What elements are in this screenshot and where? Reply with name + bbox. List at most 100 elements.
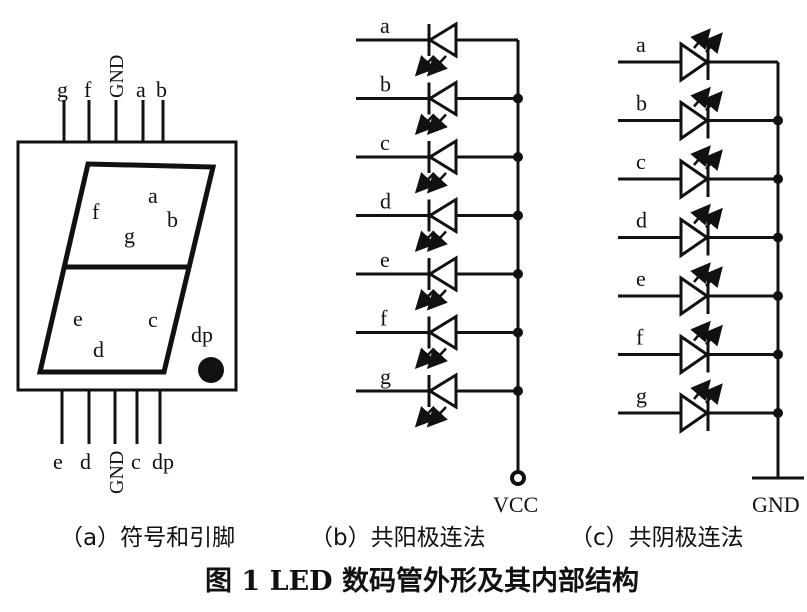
light-arrow-icon [414,406,436,428]
display-body [16,140,238,392]
light-arrow-icon [414,113,436,135]
decimal-point-dot [198,357,224,383]
light-arrow-icon [702,32,723,54]
led-label-e: e [636,266,646,291]
pin-label-dp: dp [152,449,174,474]
segment-outline [36,161,217,375]
vcc-terminal [510,470,526,486]
light-arrow-icon [414,55,436,77]
junction-dot [773,232,783,243]
light-arrow-icon [690,379,711,401]
led-label-f: f [380,306,388,331]
light-arrow-icon [690,262,711,284]
pin-label-d: d [80,449,91,474]
segment-label-g: g [124,223,135,248]
led-label-g: g [636,383,647,408]
led-triangle [679,333,710,376]
led-triangle [427,196,458,235]
panel-b-common-anode: VCC a b c d e f g [356,13,538,517]
led-row-a: a [356,13,518,77]
led-triangle [679,216,710,259]
led-triangle [679,275,710,317]
led-row-d: d [356,189,523,252]
led-row-g: g [356,364,523,428]
segment-label-dp: dp [191,322,213,347]
segment-label-a: a [148,183,158,208]
segment-label-d: d [93,337,104,362]
led-triangle [679,392,710,434]
led-row-c: c [618,145,783,200]
led-triangle [679,99,710,142]
led-triangle [427,21,458,59]
light-arrow-icon [690,86,711,109]
led-row-c: c [356,130,523,194]
junction-dot [513,210,523,221]
led-triangle [679,41,710,83]
pin-label-c: c [131,449,141,474]
led-label-b: b [380,72,391,97]
light-arrow-icon [702,149,723,171]
led-label-a: a [636,32,646,57]
light-arrow-icon [426,289,448,311]
led-label-b: b [636,91,647,116]
light-arrow-icon [414,230,436,252]
light-arrow-icon [426,347,448,369]
segment-label-e: e [73,306,83,331]
led-label-d: d [636,208,647,233]
junction-dot [773,291,783,301]
led-row-e: e [356,247,523,311]
led-triangle [427,138,458,176]
light-arrow-icon [702,90,723,113]
junction-dot [773,115,783,126]
led-triangle [679,158,710,200]
light-arrow-icon [414,289,436,311]
light-arrow-icon [702,207,723,230]
light-arrow-icon [426,172,448,194]
light-arrow-icon [690,320,711,343]
led-label-c: c [636,149,646,174]
segment-label-b: b [167,207,178,232]
pin-label-gnd-top: GND [106,55,128,98]
led-row-d: d [618,203,783,259]
led-row-b: b [618,86,783,142]
segment-label-c: c [148,307,158,332]
junction-dot [513,386,523,396]
vcc-label: VCC [493,492,538,517]
junction-dot [513,269,523,279]
led-label-f: f [636,325,644,350]
light-arrow-icon [690,145,711,167]
led-row-b: b [356,72,523,135]
led-label-g: g [380,364,391,389]
junction-dot [773,349,783,360]
junction-dot [513,152,523,162]
pin-label-gnd-bottom: GND [106,451,128,494]
caption-c: （c）共阴极连法 [570,525,744,551]
led-label-c: c [380,130,390,155]
junction-dot [773,174,783,184]
figure-title: 图 1 LED 数码管外形及其内部结构 [205,565,639,597]
pin-label-a: a [136,77,146,102]
light-arrow-icon [414,172,436,194]
led-row-g: g [618,379,783,434]
caption-b: （b）共阳极连法 [310,525,486,551]
led-triangle [427,79,458,118]
led-label-a: a [380,13,390,38]
light-arrow-icon [426,55,448,77]
led-row-e: e [618,262,783,317]
gnd-label: GND [752,492,800,517]
led-row-f: f [618,320,783,376]
junction-dot [513,93,523,104]
led-triangle [427,255,458,293]
light-arrow-icon [426,230,448,252]
pin-label-f: f [84,77,92,102]
light-arrow-icon [690,203,711,226]
panel-c-common-cathode: GND a b c d e f g [618,28,804,517]
led-label-e: e [380,247,390,272]
led-row-f: f [356,306,523,369]
pin-label-e: e [53,449,63,474]
junction-dot [773,408,783,418]
light-arrow-icon [702,324,723,347]
light-arrow-icon [426,113,448,135]
led-label-d: d [380,189,391,214]
